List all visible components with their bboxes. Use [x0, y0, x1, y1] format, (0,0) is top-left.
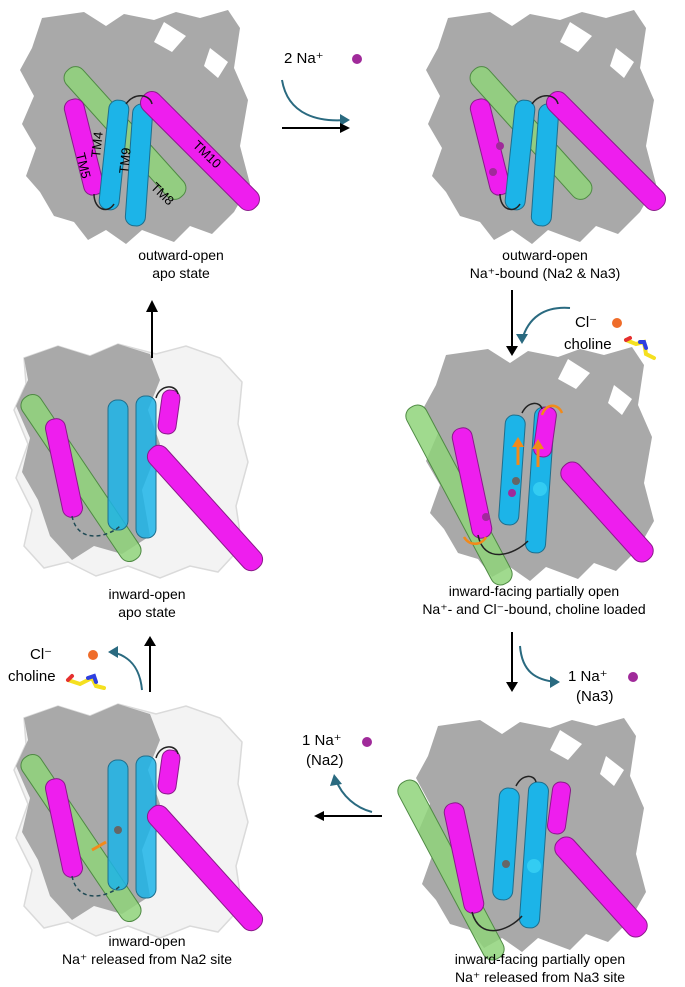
protein-structure-diagram: [420, 8, 666, 248]
state-panel-inward-open-apo: [10, 340, 264, 580]
state-caption-1: outward-open apo state: [138, 246, 224, 282]
helix-tm10: [546, 91, 666, 211]
helix-tm5: [44, 778, 84, 878]
state-subtitle: Na⁺- and Cl⁻-bound, choline loaded: [422, 601, 646, 617]
sodium-ion: [508, 489, 516, 497]
choline-label-step2: choline: [564, 336, 612, 353]
protein-structure-diagram: [10, 700, 264, 940]
helix-tm10-upper: [547, 781, 571, 835]
sodium-ion-na2: [496, 142, 504, 150]
rotation-arrow: [540, 404, 564, 416]
tm9-label: TM9: [116, 147, 134, 174]
helix-tm10: [140, 91, 260, 211]
choline-molecule-icon: [624, 336, 656, 360]
sodium-label-step4: 1 Na⁺: [302, 732, 342, 749]
helix-tm10: [554, 836, 648, 938]
choline-ligand: [527, 859, 541, 873]
transition-arrow-6: [146, 300, 158, 358]
sodium-ion: [482, 513, 490, 521]
tm5-label: TM5: [73, 151, 94, 180]
transition-arrow-1: [281, 79, 350, 133]
state-panel-inward-facing-na3-released: [397, 716, 650, 961]
transition-arrow-2: [506, 290, 571, 356]
helix-tm4: [107, 759, 129, 891]
helix-tm4: [492, 787, 520, 901]
site-label-na3: (Na3): [576, 688, 614, 705]
state-subtitle: Na⁺ released from Na2 site: [61, 951, 233, 967]
state-title: outward-open: [502, 247, 588, 263]
state-title: outward-open: [138, 247, 224, 263]
state-panel-outward-open-na-bound: [420, 8, 666, 248]
transition-arrow-3: [506, 632, 560, 692]
helix-tm10: [146, 804, 264, 932]
sodium-icon: [362, 737, 372, 747]
choline-ligand: [533, 482, 547, 496]
chloride-icon: [612, 318, 622, 328]
choline-label-step5: choline: [8, 668, 56, 685]
helix-tm4: [107, 399, 129, 531]
protein-structure-diagram: TM5 TM4 TM9 TM10 TM8: [14, 8, 260, 248]
protein-structure-diagram: [10, 340, 264, 580]
state-subtitle: apo state: [118, 604, 176, 620]
chloride-icon: [88, 650, 98, 660]
state-caption-2: outward-open Na⁺-bound (Na2 & Na3): [470, 246, 621, 282]
sodium-label-step3: 1 Na⁺: [568, 668, 608, 685]
chloride-site: [502, 860, 510, 868]
state-subtitle: Na⁺-bound (Na2 & Na3): [469, 265, 621, 281]
helix-tm10-upper: [157, 749, 181, 795]
state-panel-inward-open-na2-released: [10, 700, 264, 940]
tm4-label: TM4: [88, 131, 106, 158]
state-caption-4: inward-facing partially open Na⁺ release…: [455, 950, 625, 986]
helix-tm10: [560, 461, 654, 563]
helix-tm5: [44, 418, 84, 518]
state-title: inward-facing partially open: [448, 583, 620, 599]
state-caption-5: inward-open Na⁺ released from Na2 site: [62, 932, 232, 968]
movement-arrow: [91, 840, 107, 852]
chloride-site: [114, 826, 122, 834]
state-panel-inward-facing-loaded: [405, 345, 658, 586]
state-subtitle: apo state: [152, 265, 210, 281]
state-caption-3: inward-facing partially open Na⁺- and Cl…: [422, 582, 645, 618]
sodium-icon: [628, 672, 638, 682]
helix-tm5: [63, 98, 105, 196]
chloride-label-step2: Cl⁻: [575, 314, 598, 331]
helix-tm10-upper: [157, 389, 181, 435]
sodium-label-step1: 2 Na⁺: [284, 50, 324, 67]
helix-tm5: [443, 802, 485, 914]
state-subtitle: Na⁺ released from Na3 site: [454, 969, 626, 985]
sodium-icon: [352, 54, 362, 64]
helix-tm10: [146, 444, 264, 572]
state-title: inward-open: [108, 933, 186, 949]
protein-structure-diagram: [405, 345, 658, 586]
state-title: inward-facing partially open: [454, 951, 626, 967]
helix-tm5: [451, 427, 493, 539]
choline-molecule-icon: [66, 673, 106, 690]
state-panel-outward-open-apo: TM5 TM4 TM9 TM10 TM8: [14, 8, 260, 248]
helix-tm9: [519, 781, 549, 929]
site-label-na2: (Na2): [306, 752, 344, 769]
protein-structure-diagram: [397, 716, 648, 961]
transition-arrow-5: [108, 636, 156, 692]
sodium-ion-na3: [489, 168, 497, 176]
transition-arrow-4: [314, 774, 382, 821]
chloride-label-step5: Cl⁻: [30, 646, 53, 663]
state-title: inward-open: [108, 586, 186, 602]
state-caption-6: inward-open apo state: [108, 585, 185, 621]
rotation-arrow: [462, 536, 488, 545]
chloride-site: [512, 477, 520, 485]
